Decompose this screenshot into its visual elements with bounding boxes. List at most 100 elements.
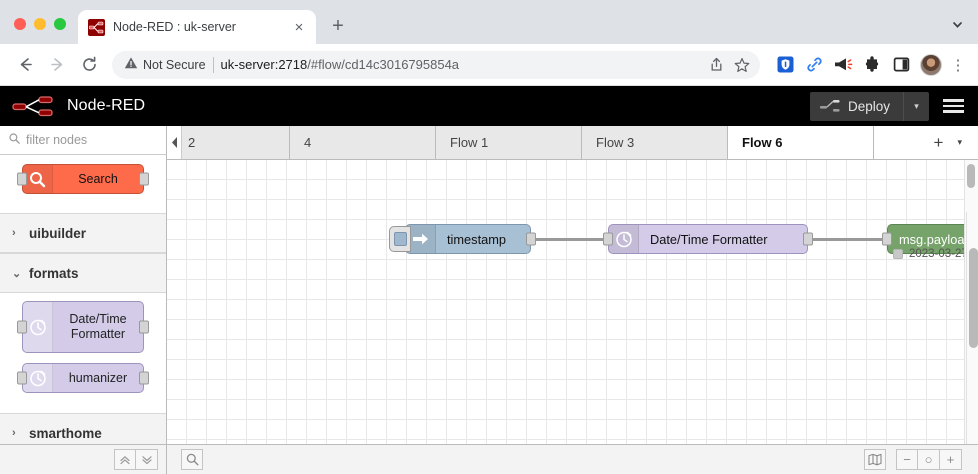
expand-all-button[interactable] (136, 449, 158, 470)
palette-category-label: smarthome (29, 425, 102, 441)
inject-node[interactable]: timestamp (389, 224, 536, 254)
filter-nodes-row[interactable] (0, 126, 166, 155)
debug-node-status-text: 2023-03-27T10:12:46.986Z (909, 248, 978, 260)
omnibox-icons (704, 53, 754, 77)
flow-tab-label: Flow 1 (450, 135, 489, 150)
hamburger-menu-icon[interactable] (941, 95, 966, 117)
extension-icons: ⋮ (768, 52, 968, 78)
status-dot-icon (893, 249, 903, 259)
node-red-logo: Node-RED (12, 95, 145, 117)
deploy-caret-icon[interactable]: ▾ (903, 91, 929, 121)
browser-menu-button[interactable]: ⋮ (950, 56, 966, 74)
new-tab-button[interactable]: + (332, 14, 344, 37)
palette-node-label: Search (78, 171, 118, 186)
palette-node-datetime-formatter[interactable]: Date/Time Formatter (17, 301, 149, 353)
megaphone-extension-icon[interactable] (830, 52, 856, 78)
palette-node-search[interactable]: Search (17, 164, 149, 194)
node-input-port[interactable] (882, 232, 892, 246)
tabstrip-right-controls (951, 18, 978, 44)
inject-arrow-icon (406, 225, 436, 253)
browser-tab[interactable]: Node-RED : uk-server × (78, 10, 316, 44)
search-flows-button[interactable] (181, 449, 203, 470)
node-output-port[interactable] (139, 371, 149, 385)
node-input-port[interactable] (17, 371, 27, 385)
navigator-button[interactable] (864, 449, 886, 470)
minimize-window-button[interactable] (34, 18, 46, 30)
add-flow-button[interactable]: + (933, 132, 944, 152)
flow-editor-column: 2 4 Flow 1 Flow 3 Flow 6 + ▾ (167, 126, 978, 474)
back-button[interactable] (10, 50, 40, 80)
deploy-icon (819, 100, 840, 112)
flow-list-caret-icon[interactable]: ▾ (957, 137, 962, 147)
forward-button[interactable] (42, 50, 72, 80)
node-input-port[interactable] (603, 232, 613, 246)
datetime-formatter-node[interactable]: Date/Time Formatter (603, 224, 813, 254)
node-output-port[interactable] (803, 232, 813, 246)
node-red-logo-icon (12, 96, 53, 117)
node-input-port[interactable] (17, 172, 27, 186)
palette-category-uibuilder[interactable]: › uibuilder (0, 213, 166, 253)
deploy-button[interactable]: Deploy ▾ (809, 91, 929, 121)
reload-button[interactable] (74, 50, 104, 80)
flow-tab-flow-1[interactable]: Flow 1 (436, 126, 582, 159)
close-tab-button[interactable]: × (294, 18, 304, 36)
footer-right-tools: − ○ + (864, 449, 978, 470)
browser-toolbar: Not Secure uk-server:2718/#flow/cd14c301… (0, 44, 978, 86)
tab-scroll-left-button[interactable] (167, 126, 182, 159)
node-red-favicon (88, 18, 105, 36)
node-output-port[interactable] (526, 232, 536, 246)
shield-extension-icon[interactable] (772, 52, 798, 78)
flow-tab-4[interactable]: 4 (290, 126, 436, 159)
link-extension-icon[interactable] (801, 52, 827, 78)
node-red-header: Node-RED Deploy ▾ (0, 86, 978, 126)
node-red-header-actions: Deploy ▾ (809, 91, 966, 121)
zoom-out-button[interactable]: − (896, 449, 918, 470)
window-controls (0, 18, 78, 44)
flow-tab-label: Flow 3 (596, 135, 635, 150)
maximize-window-button[interactable] (54, 18, 66, 30)
palette-category-formats-body: Date/Time Formatter humanizer (0, 293, 166, 413)
security-label: Not Secure (143, 57, 206, 72)
node-output-port[interactable] (139, 320, 149, 334)
collapse-all-button[interactable] (114, 449, 136, 470)
address-bar[interactable]: Not Secure uk-server:2718/#flow/cd14c301… (112, 50, 760, 79)
flow-tab-label: Flow 6 (742, 135, 783, 150)
inject-trigger-button[interactable] (389, 226, 411, 252)
flow-tabbar: 2 4 Flow 1 Flow 3 Flow 6 + ▾ (167, 126, 978, 160)
close-window-button[interactable] (14, 18, 26, 30)
node-input-port[interactable] (17, 320, 27, 334)
chevron-right-icon: › (12, 227, 16, 239)
url-path: /#flow/cd14c3016795854a (307, 57, 460, 72)
node-output-port[interactable] (139, 172, 149, 186)
puzzle-extension-icon[interactable] (859, 52, 885, 78)
zoom-reset-button[interactable]: ○ (918, 449, 940, 470)
node-red-title: Node-RED (67, 97, 146, 114)
flow-tab-label: 2 (188, 135, 196, 150)
zoom-in-button[interactable]: + (940, 449, 962, 470)
filter-nodes-input[interactable] (26, 133, 157, 147)
flow-tab-flow-6[interactable]: Flow 6 (728, 126, 874, 159)
palette-category-formats[interactable]: ⌄ formats (0, 253, 166, 293)
share-icon[interactable] (704, 53, 728, 77)
star-icon[interactable] (730, 53, 754, 77)
caret-left-icon (171, 137, 177, 148)
canvas-vertical-scrollbar[interactable] (967, 164, 975, 188)
palette-node-humanizer[interactable]: humanizer (17, 363, 149, 393)
palette-category-label: formats (29, 265, 79, 281)
page-scrollbar[interactable] (969, 248, 978, 348)
flow-tab-2[interactable]: 2 (182, 126, 290, 159)
wire-inject-to-formatter[interactable] (524, 238, 606, 241)
deploy-main[interactable]: Deploy (810, 92, 903, 121)
url-host: uk-server:2718 (220, 57, 308, 72)
tab-search-chevron-down-icon[interactable] (951, 18, 964, 34)
flow-tab-flow-3[interactable]: Flow 3 (582, 126, 728, 159)
debug-node[interactable]: msg.payload (882, 224, 978, 254)
flow-canvas[interactable]: timestamp Date/Time Formatter msg.payloa… (167, 160, 978, 474)
security-status[interactable]: Not Secure (124, 56, 206, 73)
sidepanel-icon[interactable] (888, 52, 914, 78)
palette-category-label: uibuilder (29, 225, 86, 241)
deploy-label: Deploy (847, 98, 890, 114)
profile-avatar[interactable] (920, 53, 942, 76)
wire-formatter-to-debug[interactable] (807, 238, 885, 241)
